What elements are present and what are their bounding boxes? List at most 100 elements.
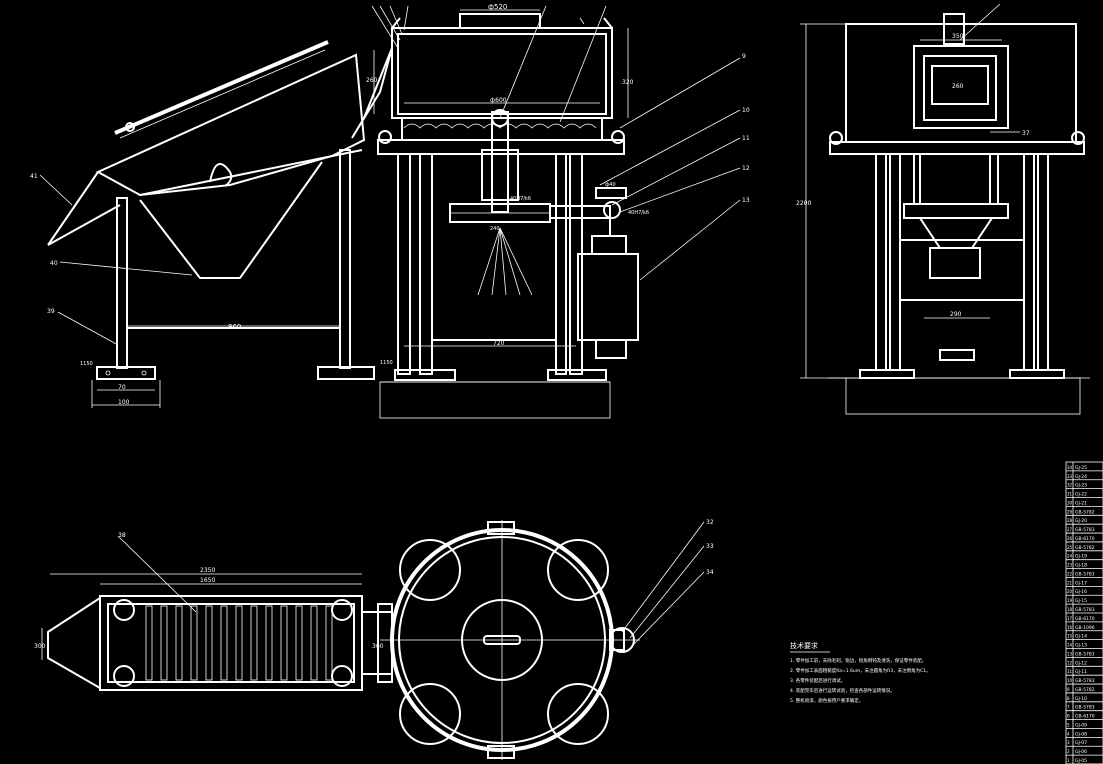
parts-row-number: 25 (1067, 545, 1073, 550)
vibrator (209, 163, 233, 187)
dim-side-260: 260 (952, 83, 964, 90)
parts-row-number: 17 (1067, 616, 1073, 621)
front-view: 9 10 11 12 13 ф520 ф600 260 320 720 40H7… (351, 3, 750, 419)
coupling (603, 201, 621, 219)
top-view: 2350 1650 300 300 38 32 33 34 (34, 519, 714, 760)
parts-row-code: GB-6170 (1075, 616, 1095, 622)
right-leg (339, 149, 351, 369)
shaft-housing (481, 149, 519, 201)
dim-top-300b: 300 (372, 643, 384, 650)
dim-top-300: 300 (34, 643, 46, 650)
screen-rib (280, 605, 288, 681)
parts-row-number: 32 (1067, 483, 1073, 488)
drive-shaft (549, 205, 611, 219)
label-9: 9 (742, 53, 746, 60)
dim-350: 350 (952, 33, 964, 40)
side-foundation (845, 377, 1081, 415)
parts-row-number: 19 (1067, 598, 1073, 603)
side-view: 350 260 2200 290 37 (796, 3, 1090, 415)
dim-240: 240 (490, 226, 500, 232)
parts-row-number: 28 (1067, 518, 1073, 523)
dim-320: 320 (622, 79, 634, 86)
central-shaft (491, 111, 509, 213)
parts-row-number: 20 (1067, 589, 1073, 594)
screen-rib (295, 605, 303, 681)
label-33: 33 (706, 543, 714, 550)
label-39: 39 (47, 308, 55, 315)
parts-row-code: GJ-20 (1075, 518, 1087, 524)
screen-rib (175, 605, 183, 681)
dim-2200: 2200 (796, 200, 811, 207)
parts-row-number: 13 (1067, 651, 1073, 656)
parts-row-code: GB-5783 (1075, 571, 1095, 577)
left-view: 960 70 100 1150 41 40 39 (30, 40, 375, 408)
parts-row-code: GJ-23 (1075, 483, 1087, 489)
frame-top (377, 139, 625, 155)
note-line-4: 4. 装配完毕后进行运转试验，检查各部件运转情况。 (790, 687, 895, 694)
door-flap (351, 47, 393, 139)
parts-row-code: GB-5782 (1075, 545, 1095, 551)
screen-rib (235, 605, 243, 681)
note-line-2: 2. 零件加工表面粗糙度Ra=1.6um，未注圆角为R3，未注倒角为C1。 (790, 667, 931, 674)
parts-row-code: GB-5783 (1075, 678, 1095, 684)
parts-row-number: 18 (1067, 607, 1073, 612)
parts-row-code: GJ-14 (1075, 634, 1087, 640)
parts-row-code: GB-5783 (1075, 607, 1095, 613)
parts-row-code: GJ-21 (1075, 500, 1087, 506)
parts-row-code: GJ-08 (1075, 731, 1087, 737)
inclined-rail (114, 40, 329, 135)
screen-rib (220, 605, 228, 681)
dim-2350: 2350 (200, 567, 215, 574)
parts-row-number: 30 (1067, 500, 1073, 505)
parts-row-number: 8 (1067, 696, 1070, 701)
tank-top (459, 13, 541, 29)
parts-row-code: GJ-19 (1075, 554, 1087, 560)
parts-row-code: GB-5782 (1075, 509, 1095, 515)
parts-row-number: 22 (1067, 571, 1073, 576)
dim-base-left: 1150 (80, 361, 93, 367)
motor (577, 253, 639, 341)
parts-row-number: 34 (1067, 465, 1073, 470)
rail-end (125, 122, 135, 132)
parts-row-code: GJ-06 (1075, 749, 1087, 755)
screen-rib (160, 605, 168, 681)
parts-row-code: GJ-07 (1075, 740, 1087, 746)
feeder-lip (47, 171, 99, 246)
parts-row-number: 10 (1067, 678, 1073, 683)
parts-row-number: 23 (1067, 563, 1073, 568)
dim-960: 960 (228, 323, 241, 331)
parts-row-code: GJ-18 (1075, 563, 1087, 569)
screen-rib (205, 605, 213, 681)
screen-rib (190, 605, 198, 681)
parts-row-number: 14 (1067, 643, 1073, 648)
parts-row-code: GJ-13 (1075, 643, 1087, 649)
note-line-5: 5. 整机喷漆，颜色按用户要求确定。 (790, 697, 863, 704)
parts-row-number: 26 (1067, 536, 1073, 541)
label-11: 11 (742, 135, 750, 142)
parts-row-number: 5 (1067, 722, 1070, 727)
dim-shaft-2: 40H7/k6 (628, 210, 649, 216)
parts-row-number: 21 (1067, 580, 1073, 585)
foundation (379, 381, 611, 419)
parts-row-number: 24 (1067, 554, 1073, 559)
parts-row-number: 16 (1067, 625, 1073, 630)
parts-row-number: 7 (1067, 705, 1070, 710)
parts-row-code: GJ-05 (1075, 758, 1087, 764)
parts-row-number: 33 (1067, 474, 1073, 479)
screen-ribs (145, 605, 333, 681)
parts-row-code: GJ-09 (1075, 722, 1087, 728)
parts-row-number: 27 (1067, 527, 1073, 532)
note-line-3: 3. 各零件装配后进行调试。 (790, 677, 845, 684)
label-41: 41 (30, 173, 38, 180)
screen-rib (265, 605, 273, 681)
dim-shaft: 40H7/k6 (510, 196, 531, 202)
parts-row-number: 3 (1067, 740, 1070, 745)
dim-coupling: ф40 (605, 182, 616, 188)
parts-row-code: GJ-10 (1075, 696, 1087, 702)
label-13: 13 (742, 197, 750, 204)
parts-row-number: 9 (1067, 687, 1070, 692)
side-gear (903, 203, 1009, 219)
screen-body (99, 595, 363, 691)
